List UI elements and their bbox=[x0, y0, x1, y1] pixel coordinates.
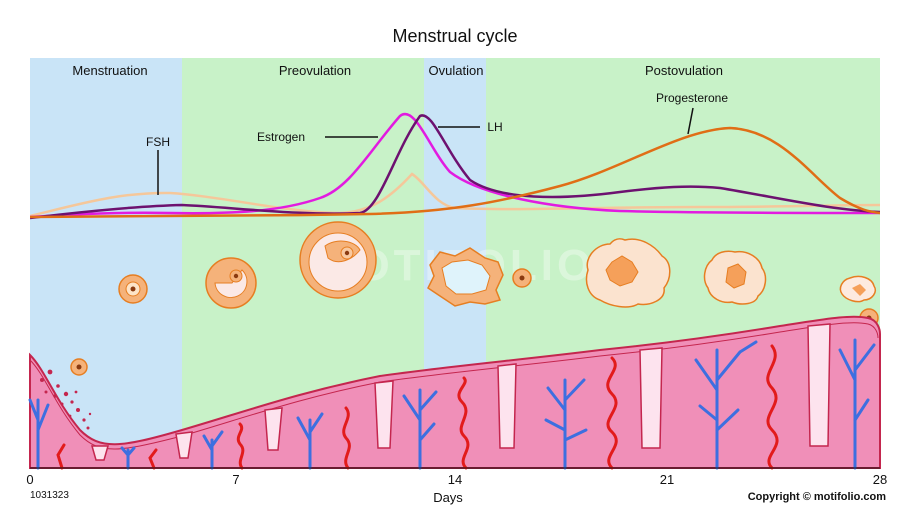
menstrual-debris bbox=[40, 369, 92, 430]
phase-label-ovulation: Ovulation bbox=[429, 63, 484, 78]
progesterone-leader bbox=[687, 107, 694, 135]
estrogen-curve bbox=[30, 112, 880, 219]
progesterone-curve bbox=[30, 126, 880, 219]
ovum-menstruation bbox=[70, 358, 88, 376]
spiral-arteries bbox=[56, 344, 779, 470]
fsh-curve bbox=[30, 172, 880, 218]
tick-day-7: 7 bbox=[232, 472, 239, 487]
image-id: 1031323 bbox=[30, 490, 69, 501]
estrogen-label: Estrogen bbox=[257, 130, 305, 144]
corpus-albicans bbox=[839, 275, 876, 303]
tick-day-14: 14 bbox=[448, 472, 462, 487]
follicle-stage-1 bbox=[118, 274, 148, 304]
progesterone-label: Progesterone bbox=[656, 91, 728, 105]
phase-label-menstruation: Menstruation bbox=[72, 63, 147, 78]
copyright-text: Copyright © motifolio.com bbox=[748, 491, 886, 503]
tick-day-0: 0 bbox=[26, 472, 33, 487]
tick-day-28: 28 bbox=[873, 472, 887, 487]
fsh-label: FSH bbox=[146, 135, 170, 149]
diagram-title: Menstrual cycle bbox=[392, 26, 517, 46]
follicle-stage-2 bbox=[205, 257, 257, 309]
lh-curve bbox=[30, 114, 880, 220]
corpus-luteum-1 bbox=[585, 238, 671, 308]
follicle-stage-3 bbox=[299, 221, 377, 299]
tick-day-21: 21 bbox=[660, 472, 674, 487]
hormone-curves bbox=[30, 112, 880, 220]
lh-label: LH bbox=[487, 120, 502, 134]
endometrium bbox=[28, 315, 881, 470]
ruptured-follicle bbox=[427, 247, 504, 307]
released-ovum bbox=[512, 268, 532, 288]
x-axis-label: Days bbox=[433, 490, 463, 505]
phase-label-postovulation: Postovulation bbox=[645, 63, 723, 78]
corpus-luteum-2 bbox=[703, 250, 767, 305]
phase-label-preovulation: Preovulation bbox=[279, 63, 351, 78]
vein-branches bbox=[28, 338, 876, 470]
